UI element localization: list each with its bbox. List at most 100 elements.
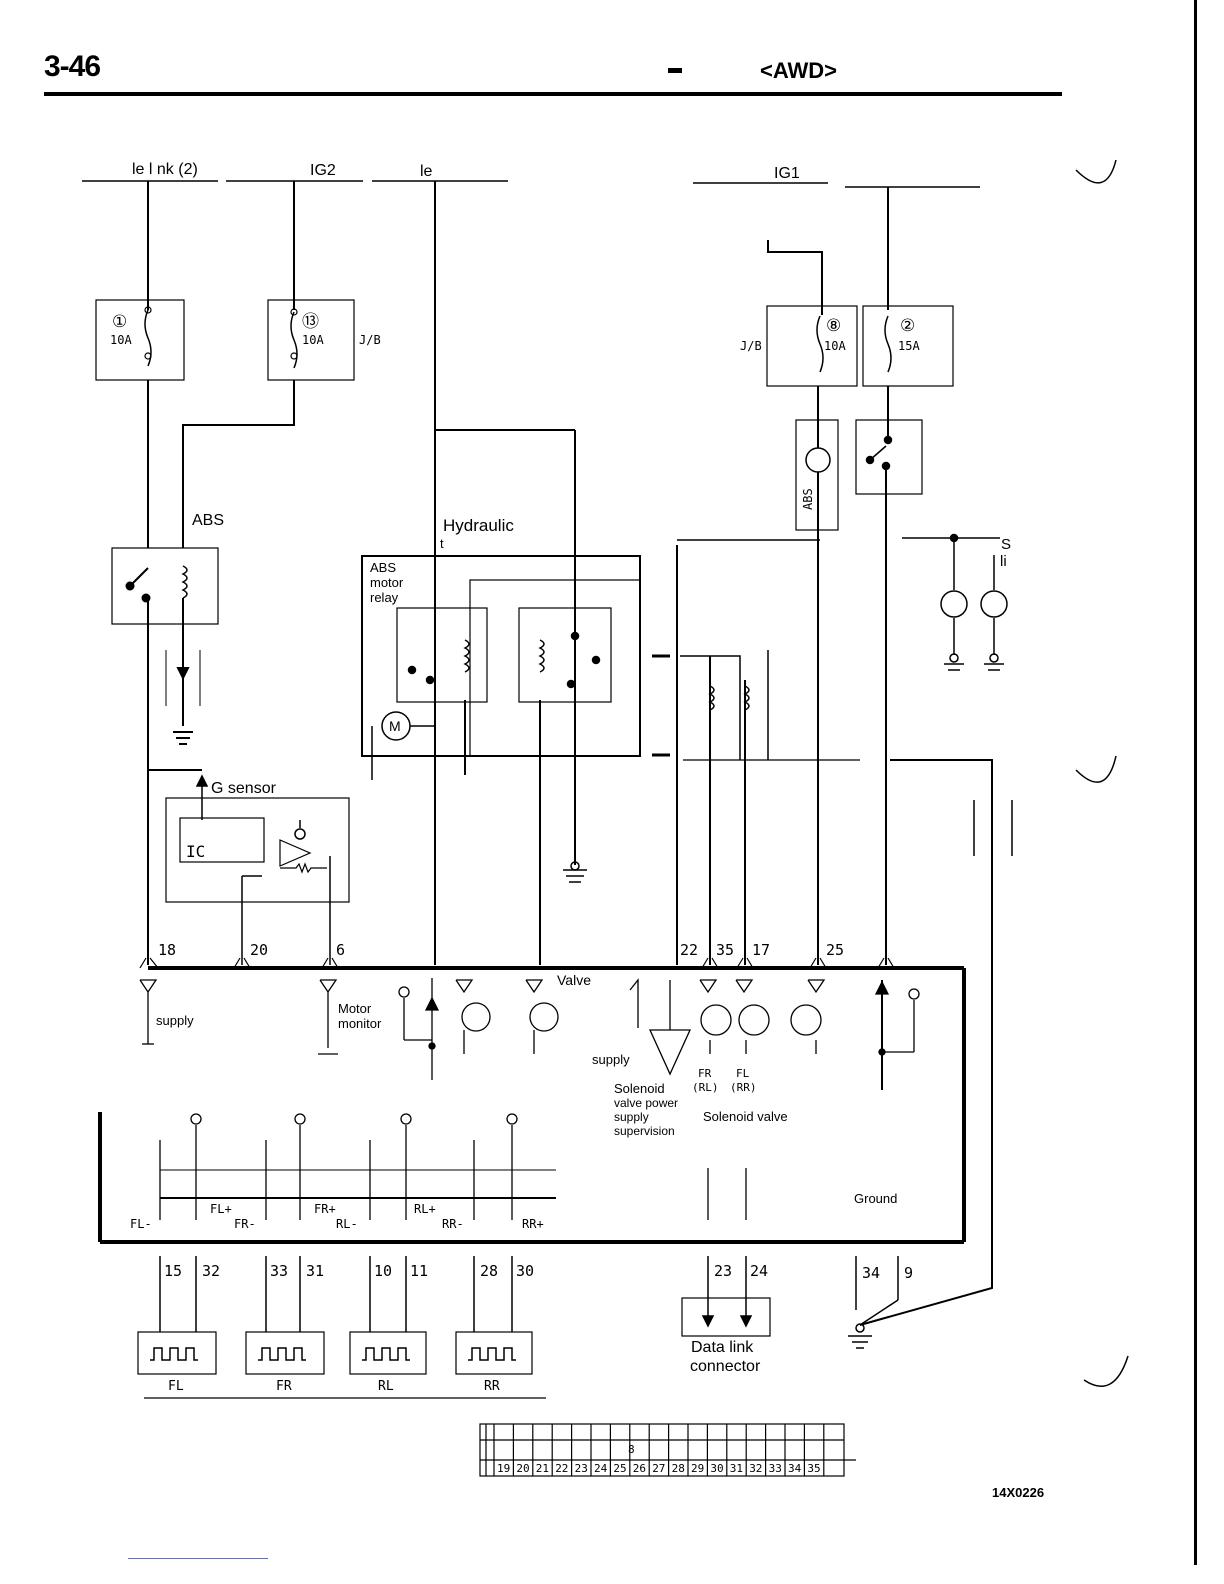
valve-label: Valve <box>557 972 591 988</box>
rr-minus-label: RR- <box>442 1217 464 1231</box>
ground-label: Ground <box>854 1191 897 1206</box>
connector-pin: 27 <box>652 1462 665 1475</box>
fuse-box-3 <box>766 305 858 387</box>
rr-plus-label: RR+ <box>522 1217 544 1231</box>
hydraulic-unit <box>361 429 641 965</box>
pin-11: 11 <box>410 1262 428 1280</box>
motor-label: M <box>389 718 401 734</box>
pin-15: 15 <box>164 1262 182 1280</box>
pin-31: 31 <box>306 1262 324 1280</box>
connector-pin: 33 <box>769 1462 782 1475</box>
fuse-box-4 <box>862 305 954 387</box>
sensor-rr-label: RR <box>484 1379 500 1394</box>
solenoid-label-2: valve power <box>614 1096 678 1110</box>
ground-return <box>859 759 1013 1326</box>
solenoid-section <box>652 539 860 965</box>
connector-pin: 23 <box>575 1462 588 1475</box>
supply-label-3: le <box>420 163 433 180</box>
supply-left-label: supply <box>156 1013 194 1028</box>
motor-monitor-label-2: monitor <box>338 1016 382 1031</box>
supply-label-1: le l nk (2) <box>132 161 198 178</box>
fuse-8-rating: 10A <box>824 339 846 353</box>
header-dash <box>668 68 682 73</box>
connector-pin: 20 <box>516 1462 529 1475</box>
abs-ecu-outline <box>98 966 966 1244</box>
hydraulic-label: Hydraulic <box>443 516 514 535</box>
supply-rails <box>82 180 980 188</box>
motor-relay-label-3: relay <box>370 590 399 605</box>
right-relay <box>855 386 923 965</box>
solenoid-label-1: Solenoid <box>614 1081 665 1096</box>
right-label-s: S <box>1001 536 1011 553</box>
footer-rule <box>128 1558 268 1559</box>
right-label-li: li <box>1000 553 1007 570</box>
connector-pin: 29 <box>691 1462 704 1475</box>
fuse-8-number: ⑧ <box>826 316 841 336</box>
data-link-label-2: connector <box>690 1358 761 1375</box>
pin-33: 33 <box>270 1262 288 1280</box>
solenoid-valve-label: Solenoid valve <box>703 1109 788 1124</box>
page-edge-rule <box>1194 0 1197 1565</box>
ecu-wheel-inputs <box>159 1113 747 1220</box>
valve-rr-label: (RR) <box>730 1081 757 1094</box>
pin-30: 30 <box>516 1262 534 1280</box>
connector-pin: 26 <box>633 1462 646 1475</box>
stop-lamps <box>902 533 1008 671</box>
jb-label-left: J/B <box>359 333 381 347</box>
solenoid-label-3: supply <box>614 1110 649 1124</box>
valve-rl-label: (RL) <box>692 1081 719 1094</box>
pin-25: 25 <box>826 941 844 959</box>
fuse-13-number: ⑬ <box>302 312 319 332</box>
figure-reference-code: 14X0226 <box>992 1485 1045 1500</box>
page-number: 3-46 <box>44 50 101 83</box>
pin-32: 32 <box>202 1262 220 1280</box>
jb-label-right: J/B <box>740 339 762 353</box>
motor-monitor-label-1: Motor <box>338 1001 372 1016</box>
fr-minus-label: FR- <box>234 1217 256 1231</box>
connector-pin: 30 <box>710 1462 723 1475</box>
rl-plus-label: RL+ <box>414 1202 436 1216</box>
fuse-1-number: ① <box>112 312 127 332</box>
connector-pin: 21 <box>536 1462 549 1475</box>
connector-pin: 35 <box>807 1462 820 1475</box>
pin-34: 34 <box>862 1264 880 1282</box>
margin-marks <box>1075 159 1129 1387</box>
fuse-2-number: ② <box>900 316 915 336</box>
pin-17: 17 <box>752 941 770 959</box>
fuse-2-rating: 15A <box>898 339 920 353</box>
connector-pin: 34 <box>788 1462 802 1475</box>
connector-pin: 32 <box>749 1462 762 1475</box>
connector-pin: 19 <box>497 1462 510 1475</box>
fr-plus-label: FR+ <box>314 1202 336 1216</box>
g-sensor <box>148 769 350 965</box>
motor-relay-label-2: motor <box>370 575 404 590</box>
pin-6: 6 <box>336 941 345 959</box>
motor-relay-label-1: ABS <box>370 560 396 575</box>
pin-10: 10 <box>374 1262 392 1280</box>
sensor-fr-label: FR <box>276 1379 292 1394</box>
solenoid-label-4: supervision <box>614 1124 675 1138</box>
g-sensor-label: G sensor <box>211 780 277 797</box>
connector-pin: 24 <box>594 1462 608 1475</box>
connector-pin-grid <box>493 1424 825 1476</box>
page-title: <AWD> <box>760 58 838 83</box>
connector-pin: 28 <box>672 1462 685 1475</box>
pin-23: 23 <box>714 1262 732 1280</box>
pin-24: 24 <box>750 1262 768 1280</box>
pin-28: 28 <box>480 1262 498 1280</box>
header-rule <box>44 92 1062 96</box>
pin-9: 9 <box>904 1264 913 1282</box>
connector-pin: 22 <box>555 1462 568 1475</box>
ic-label: IC <box>186 842 205 861</box>
fl-plus-label: FL+ <box>210 1202 232 1216</box>
fuse-box-1 <box>95 299 185 381</box>
ecu-internal-upper <box>139 978 920 1090</box>
sensor-fl-label: FL <box>168 1379 184 1394</box>
pin-20: 20 <box>250 941 268 959</box>
supply-mid-label: supply <box>592 1052 630 1067</box>
abs-relay <box>111 380 295 965</box>
ground-terminal <box>848 1256 899 1349</box>
valve-fl-label: FL <box>736 1067 750 1080</box>
